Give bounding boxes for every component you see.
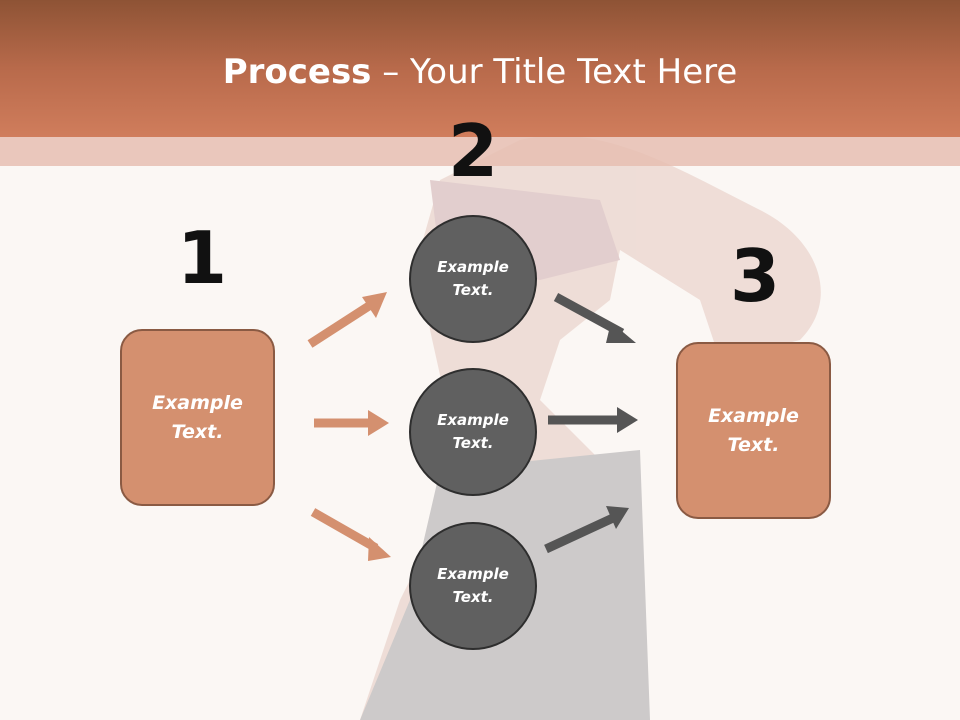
circle-3-line1: Example [437,565,509,583]
circle-2-line1: Example [437,411,509,429]
right-box-line1: Example [708,404,799,427]
left-box-line1: Example [152,391,243,414]
step-number-3: 3 [730,234,781,318]
title-rest: – Your Title Text Here [371,52,738,92]
title-bar [0,0,960,137]
page-title: Process – Your Title Text Here [0,52,960,92]
left-box-line2: Text. [171,420,224,443]
circle-1-line2: Text. [452,281,494,299]
circle-2-line2: Text. [452,434,494,452]
title-band [0,137,960,166]
step-number-2: 2 [448,109,499,193]
title-bold: Process [222,52,372,92]
circle-1-line1: Example [437,258,509,276]
step-number-1: 1 [177,216,228,300]
right-box-line2: Text. [727,433,780,456]
circle-3-line2: Text. [452,588,494,606]
